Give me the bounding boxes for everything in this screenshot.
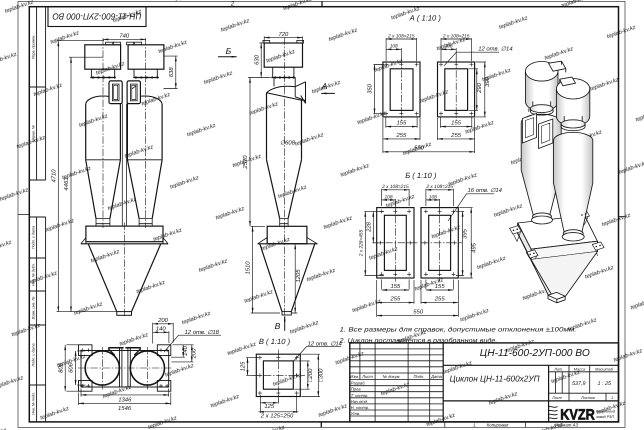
svg-text:1: 1 [473, 423, 476, 428]
svg-text:155: 155 [396, 120, 407, 127]
svg-text:155: 155 [390, 283, 401, 290]
svg-text:А: А [321, 81, 328, 91]
svg-text:В: В [275, 321, 281, 331]
svg-text:2 х 108=215: 2 х 108=215 [381, 184, 409, 190]
svg-text:Циклон ЦН-11-600х2УП: Циклон ЦН-11-600х2УП [450, 374, 541, 384]
svg-text:4463: 4463 [63, 177, 70, 191]
svg-text:550: 550 [414, 145, 425, 152]
svg-text:Т. контр.: Т. контр. [351, 393, 369, 398]
svg-text:ЦН-11-600-2УП-000 ВО: ЦН-11-600-2УП-000 ВО [480, 348, 590, 359]
svg-text:2 х 108=215: 2 х 108=215 [387, 33, 415, 39]
svg-text:720: 720 [278, 31, 289, 38]
svg-text:1 : 25: 1 : 25 [598, 381, 612, 387]
svg-text:12 отв. ∅14: 12 отв. ∅14 [308, 341, 343, 348]
svg-text:Подп. и дата: Подп. и дата [32, 343, 36, 366]
svg-text:Лист: Лист [361, 374, 373, 379]
svg-text:140: 140 [156, 325, 167, 332]
svg-text:290: 290 [476, 82, 483, 94]
svg-text:Пров.: Пров. [351, 387, 362, 392]
svg-text:255: 255 [389, 296, 401, 303]
svg-text:2 х 125=250: 2 х 125=250 [260, 413, 294, 420]
svg-text:Перв. примен.: Перв. примен. [32, 35, 36, 60]
svg-text:Разраб.: Разраб. [351, 381, 366, 386]
svg-text:□200: □200 [307, 368, 314, 382]
svg-text:638: 638 [168, 67, 175, 78]
svg-text:Н. контр.: Н. контр. [351, 405, 369, 410]
svg-text:Инв. № дубл.: Инв. № дубл. [32, 263, 36, 286]
svg-text:Дата: Дата [430, 374, 443, 379]
svg-text:108: 108 [390, 44, 398, 50]
svg-text:Лист: Лист [551, 396, 562, 400]
svg-text:228: 228 [365, 221, 372, 233]
svg-text:12 отв. ∅14: 12 отв. ∅14 [478, 46, 513, 53]
svg-text:Изм.: Изм. [350, 374, 359, 379]
svg-text:Справ. №: Справ. № [32, 125, 36, 142]
svg-text:□300: □300 [317, 368, 324, 382]
svg-text:В ( 1:10 ): В ( 1:10 ) [259, 337, 291, 346]
svg-text:1205: 1205 [295, 269, 302, 283]
svg-text:200: 200 [157, 317, 169, 324]
svg-text:155: 155 [435, 283, 446, 290]
svg-text:108: 108 [429, 194, 437, 200]
svg-text:108: 108 [384, 194, 392, 200]
svg-text:KVZR: KVZR [560, 407, 595, 424]
svg-text:390: 390 [484, 76, 491, 87]
svg-text:Б ( 1:10 ): Б ( 1:10 ) [405, 171, 437, 180]
svg-text:Подп.: Подп. [413, 374, 424, 379]
svg-text:Лит.: Лит. [553, 367, 563, 371]
svg-text:Копировал: Копировал [487, 423, 509, 428]
svg-text:Подп. и дата: Подп. и дата [32, 226, 36, 249]
svg-text:Листов: Листов [580, 396, 595, 400]
svg-text:Копельный: Копельный [596, 409, 615, 413]
svg-text:155: 155 [451, 120, 462, 127]
svg-text:550: 550 [413, 309, 424, 316]
svg-text:Инв. № подл.: Инв. № подл. [32, 392, 36, 415]
svg-text:Нач.отд.: Нач.отд. [351, 399, 368, 404]
svg-text:125: 125 [264, 403, 275, 410]
svg-text:606: 606 [68, 362, 75, 373]
svg-text:Утв.: Утв. [351, 411, 360, 416]
svg-text:2570: 2570 [242, 155, 249, 170]
svg-text:12 отв. ∅18: 12 отв. ∅18 [185, 329, 220, 336]
svg-text:Б: Б [226, 46, 232, 56]
svg-text:537,9: 537,9 [572, 381, 586, 387]
svg-text:630: 630 [253, 54, 260, 65]
svg-text:Формат А3: Формат А3 [554, 423, 579, 428]
svg-text:завод РЗП: завод РЗП [595, 415, 614, 419]
svg-text:395: 395 [462, 228, 469, 239]
svg-text:1. Все размеры для справок, до: 1. Все размеры для справок, допустимые о… [340, 326, 577, 333]
svg-text:Взам. инв. №: Взам. инв. № [32, 297, 36, 320]
svg-text:255: 255 [434, 296, 446, 303]
svg-text:2 х 108=215: 2 х 108=215 [425, 184, 453, 190]
svg-text:125: 125 [240, 361, 247, 372]
svg-text:1546: 1546 [118, 405, 132, 412]
svg-text:140: 140 [182, 345, 189, 356]
svg-text:16 отв. ∅14: 16 отв. ∅14 [468, 187, 503, 194]
svg-text:1346: 1346 [118, 396, 132, 403]
svg-text:А ( 1:10 ): А ( 1:10 ) [409, 13, 442, 22]
svg-text:255: 255 [395, 132, 407, 139]
svg-text:806: 806 [57, 362, 64, 373]
svg-text:2: 2 [230, 0, 235, 7]
svg-text:200: 200 [191, 348, 198, 360]
svg-text:2 х 108=215: 2 х 108=215 [442, 33, 470, 39]
svg-text:ЦН-11-600-2УП-000 ВО: ЦН-11-600-2УП-000 ВО [52, 12, 141, 22]
svg-text:2 х 228=455: 2 х 228=455 [358, 229, 364, 257]
svg-text:№ докум.: № докум. [383, 374, 401, 379]
svg-text:Масса: Масса [574, 367, 585, 371]
svg-text:740: 740 [119, 33, 130, 40]
svg-text:255: 255 [450, 132, 462, 139]
svg-text:∅608: ∅608 [280, 140, 296, 147]
svg-text:495: 495 [470, 242, 477, 253]
svg-text:4710: 4710 [50, 169, 57, 183]
svg-text:1: 1 [611, 396, 613, 400]
svg-text:108: 108 [445, 44, 453, 50]
svg-text:1510: 1510 [245, 261, 252, 275]
svg-text:Масштаб: Масштаб [595, 367, 614, 371]
svg-text:2. Циклон поставляется в разоб: 2. Циклон поставляется в разобранном вид… [338, 337, 497, 344]
svg-text:350: 350 [367, 83, 374, 94]
